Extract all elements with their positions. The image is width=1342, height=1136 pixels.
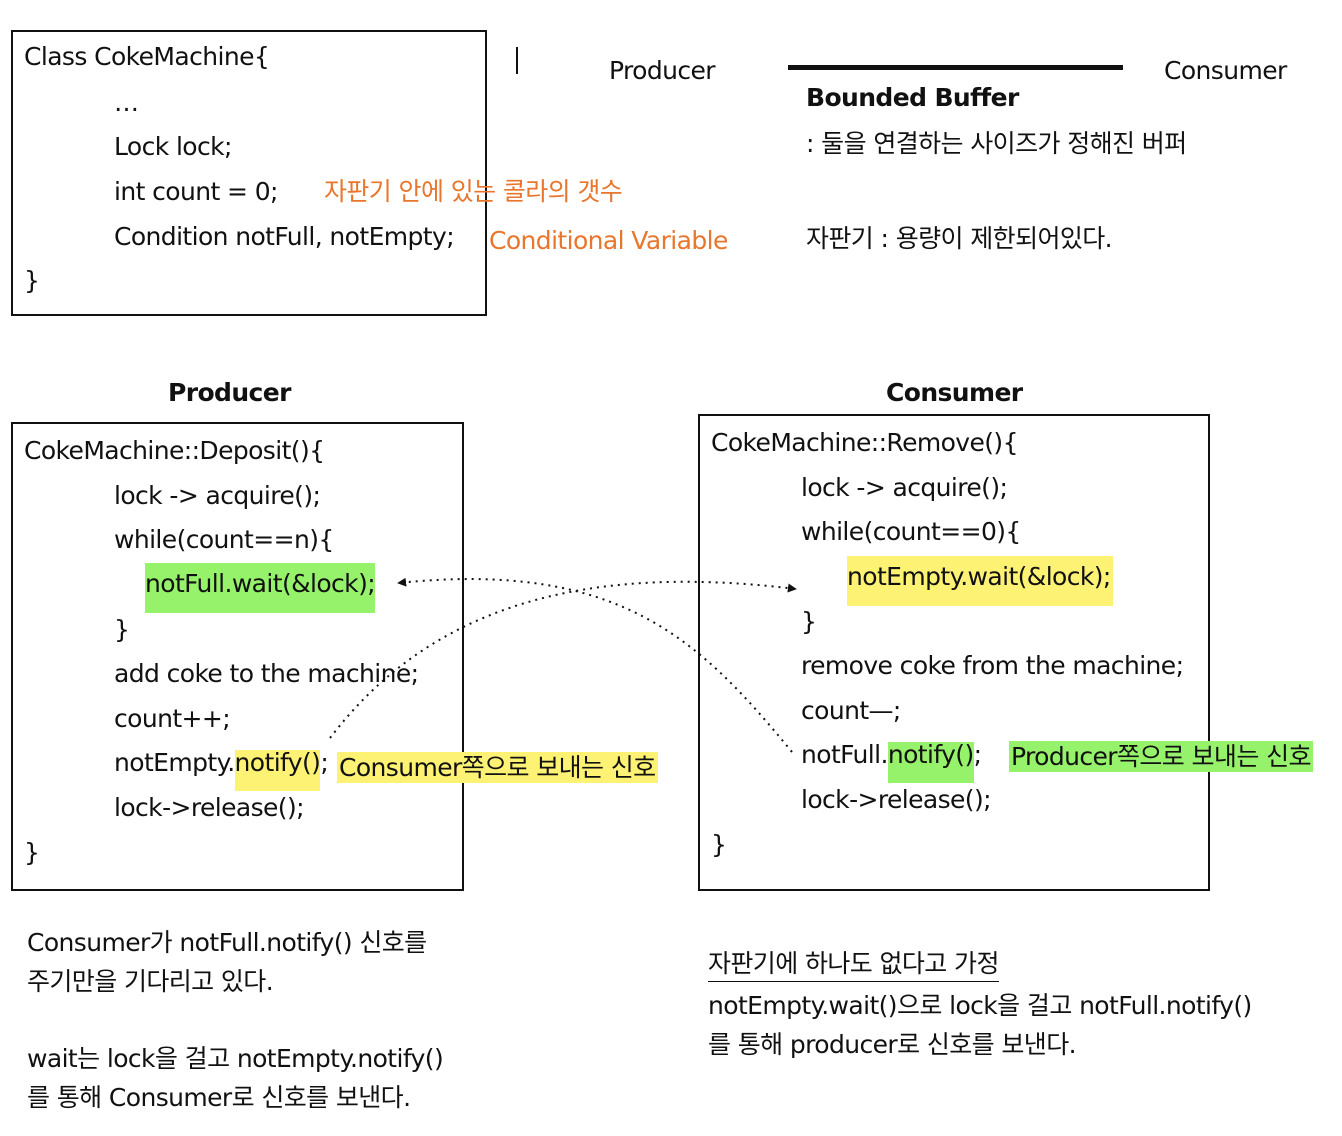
header-producer-label: Producer	[609, 56, 716, 85]
class-definition-box	[11, 30, 487, 316]
consumer-notify-highlight: notify()	[887, 742, 974, 783]
producer-line-deposit: CokeMachine::Deposit(){	[24, 436, 325, 465]
producer-notempty-prefix: notEmpty.	[114, 748, 235, 777]
class-line-close: }	[24, 266, 40, 295]
consumer-line-notify: notFull.notify();	[801, 740, 982, 783]
note-right-line-2: 를 통해 producer로 신호를 보낸다.	[708, 1030, 1077, 1059]
producer-line-count-inc: count++;	[114, 704, 231, 733]
note-left-2-line-2: 를 통해 Consumer로 신호를 보낸다.	[27, 1083, 411, 1112]
consumer-line-acquire: lock -> acquire();	[801, 473, 1008, 502]
arrow-consumer-to-producer	[397, 577, 793, 753]
producer-line-close: }	[24, 838, 40, 867]
machine-capacity-note: 자판기 : 용량이 제한되어있다.	[806, 224, 1113, 253]
note-right-line-1: notEmpty.wait()으로 lock을 걸고 notFull.notif…	[708, 991, 1252, 1020]
producer-line-release: lock->release();	[114, 793, 305, 822]
consumer-line-count-dec: count—;	[801, 696, 901, 725]
consumer-notfull-prefix: notFull.	[801, 740, 888, 769]
producer-line-notify: notEmpty.notify();	[114, 748, 329, 791]
arrow-producer-to-consumer	[329, 580, 797, 739]
producer-line-add-coke: add coke to the machine;	[114, 659, 419, 688]
consumer-notempty-wait: notEmpty.wait(&lock);	[847, 556, 1113, 606]
consumer-line-release: lock->release();	[801, 785, 992, 814]
class-line-count: int count = 0;	[114, 177, 278, 206]
producer-notify-semicolon: ;	[320, 748, 329, 777]
class-line-ellipsis: …	[114, 88, 139, 117]
consumer-line-while: while(count==0){	[801, 517, 1021, 546]
consumer-line-close-while: }	[801, 607, 817, 636]
producer-notify-highlight: notify()	[234, 750, 321, 791]
bounded-buffer-description: : 둘을 연결하는 사이즈가 정해진 버퍼	[806, 129, 1187, 158]
conditional-variable-annotation: Conditional Variable	[489, 226, 728, 255]
producer-line-close-while: }	[114, 615, 130, 644]
note-left-2-line-1: wait는 lock을 걸고 notEmpty.notify()	[27, 1044, 444, 1073]
count-annotation: 자판기 안에 있는 콜라의 갯수	[324, 177, 623, 206]
bounded-buffer-title: Bounded Buffer	[806, 83, 1019, 112]
producer-signal-label: Producer쪽으로 보내는 신호	[1009, 741, 1313, 772]
class-line-header: Class CokeMachine{	[24, 42, 270, 71]
header-consumer-label: Consumer	[1164, 56, 1287, 85]
note-left-1-line-2: 주기만을 기다리고 있다.	[27, 967, 274, 996]
consumer-line-close: }	[711, 830, 727, 859]
class-line-condition: Condition notFull, notEmpty;	[114, 222, 455, 251]
note-right-heading: 자판기에 하나도 없다고 가정	[708, 951, 999, 982]
consumer-notify-semicolon: ;	[973, 740, 982, 769]
bounded-buffer-line	[788, 65, 1123, 70]
consumer-signal-label: Consumer쪽으로 보내는 신호	[337, 752, 658, 783]
class-line-lock: Lock lock;	[114, 132, 232, 161]
producer-line-while: while(count==n){	[114, 525, 334, 554]
note-left-1-line-1: Consumer가 notFull.notify() 신호를	[27, 928, 427, 957]
producer-notfull-wait: notFull.wait(&lock);	[145, 563, 376, 613]
consumer-line-remove-coke: remove coke from the machine;	[801, 651, 1184, 680]
consumer-title: Consumer	[886, 378, 1023, 407]
consumer-line-remove: CokeMachine::Remove(){	[711, 428, 1018, 457]
producer-code-box	[11, 422, 464, 891]
text-cursor	[516, 47, 518, 74]
producer-line-acquire: lock -> acquire();	[114, 481, 321, 510]
consumer-code-box	[698, 414, 1210, 891]
producer-title: Producer	[168, 378, 291, 407]
